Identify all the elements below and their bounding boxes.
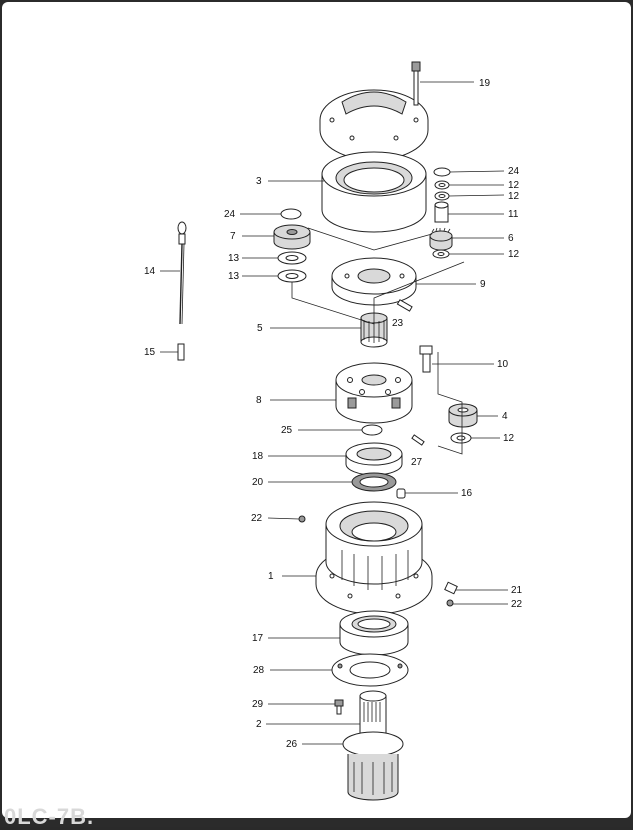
diagram-sheet: 19 24 12 12 11 6 12 3 24 7 13 13 14 9 23…: [2, 2, 631, 818]
part-6-planet-gear: [429, 227, 453, 251]
callout-10: 10: [497, 359, 509, 370]
part-10-pin: [419, 345, 433, 373]
callout-13-a: 13: [228, 253, 240, 264]
callout-28: 28: [253, 665, 265, 676]
part-12-washer-d: [450, 432, 472, 444]
callout-1: 1: [268, 571, 274, 582]
part-13-washer-b: [277, 269, 307, 283]
part-25-ring: [361, 424, 383, 436]
callout-13-b: 13: [228, 271, 240, 282]
callout-16: 16: [461, 488, 473, 499]
part-24-ring-right: [433, 167, 451, 177]
part-18-bearing: [345, 442, 403, 476]
callout-6: 6: [508, 233, 514, 244]
exploded-parts-diagram: 19 24 12 12 11 6 12 3 24 7 13 13 14 9 23…: [144, 61, 523, 801]
part-29-bolt: [334, 699, 344, 715]
leader-lines: [160, 81, 508, 745]
callout-22-right: 22: [511, 599, 523, 610]
callout-labels: 19 24 12 12 11 6 12 3 24 7 13 13 14 9 23…: [144, 78, 523, 750]
part-27-pin: [411, 434, 425, 446]
callout-21: 21: [511, 585, 523, 596]
part-16-plug: [396, 488, 406, 499]
callout-25: 25: [281, 425, 293, 436]
callout-12-d: 12: [503, 433, 515, 444]
callout-19: 19: [479, 78, 491, 89]
part-13-washer-a: [277, 251, 307, 265]
cut-off-caption: 0LC-7B.: [4, 804, 95, 829]
part-17-bearing: [339, 610, 409, 656]
part-22-plug-right: [446, 599, 454, 607]
bottom-strip: 0LC-7B.: [0, 804, 633, 829]
part-12-washer-c: [432, 249, 450, 259]
callout-22-left: 22: [251, 513, 263, 524]
callout-20: 20: [252, 477, 264, 488]
callout-15: 15: [144, 347, 156, 358]
callout-29: 29: [252, 699, 264, 710]
part-15-tube: [177, 343, 185, 361]
part-12-washer-a: [434, 180, 450, 190]
callout-11: 11: [508, 209, 519, 220]
callout-24-right: 24: [508, 166, 520, 177]
callout-26: 26: [286, 739, 298, 750]
callout-4: 4: [502, 411, 508, 422]
part-11-pin: [434, 201, 449, 223]
callout-24-left: 24: [224, 209, 236, 220]
part-20-seal: [351, 472, 397, 492]
part-21-fitting: [444, 581, 458, 595]
callout-9: 9: [480, 279, 486, 290]
callout-8: 8: [256, 395, 262, 406]
callout-18: 18: [252, 451, 264, 462]
callout-3: 3: [256, 176, 262, 187]
part-3-ring-gear: [321, 151, 427, 233]
part-8-carrier: [335, 362, 413, 424]
part-7-planet-gear: [273, 224, 311, 250]
callout-12-c: 12: [508, 249, 520, 260]
part-14-dipstick: [177, 221, 187, 325]
part-4-planet-gear: [448, 403, 478, 428]
callout-5: 5: [257, 323, 263, 334]
callout-12-a: 12: [508, 180, 520, 191]
callout-12-b: 12: [508, 191, 520, 202]
callout-17: 17: [252, 633, 264, 644]
part-9-carrier: [331, 257, 417, 306]
part-26-pinion: [342, 731, 404, 801]
part-28-plate: [331, 653, 409, 687]
callout-23: 23: [392, 318, 404, 329]
part-19-cover: [319, 89, 429, 161]
part-24-ring-left: [280, 208, 302, 220]
part-19-bolt: [411, 61, 421, 106]
part-22-plug-left: [298, 515, 306, 523]
part-12-washer-b: [434, 191, 450, 201]
callout-27: 27: [411, 457, 423, 468]
part-23-pin: [396, 299, 413, 312]
part-1-housing: [315, 501, 433, 615]
callout-14: 14: [144, 266, 156, 277]
callout-2: 2: [256, 719, 262, 730]
callout-7: 7: [230, 231, 236, 242]
